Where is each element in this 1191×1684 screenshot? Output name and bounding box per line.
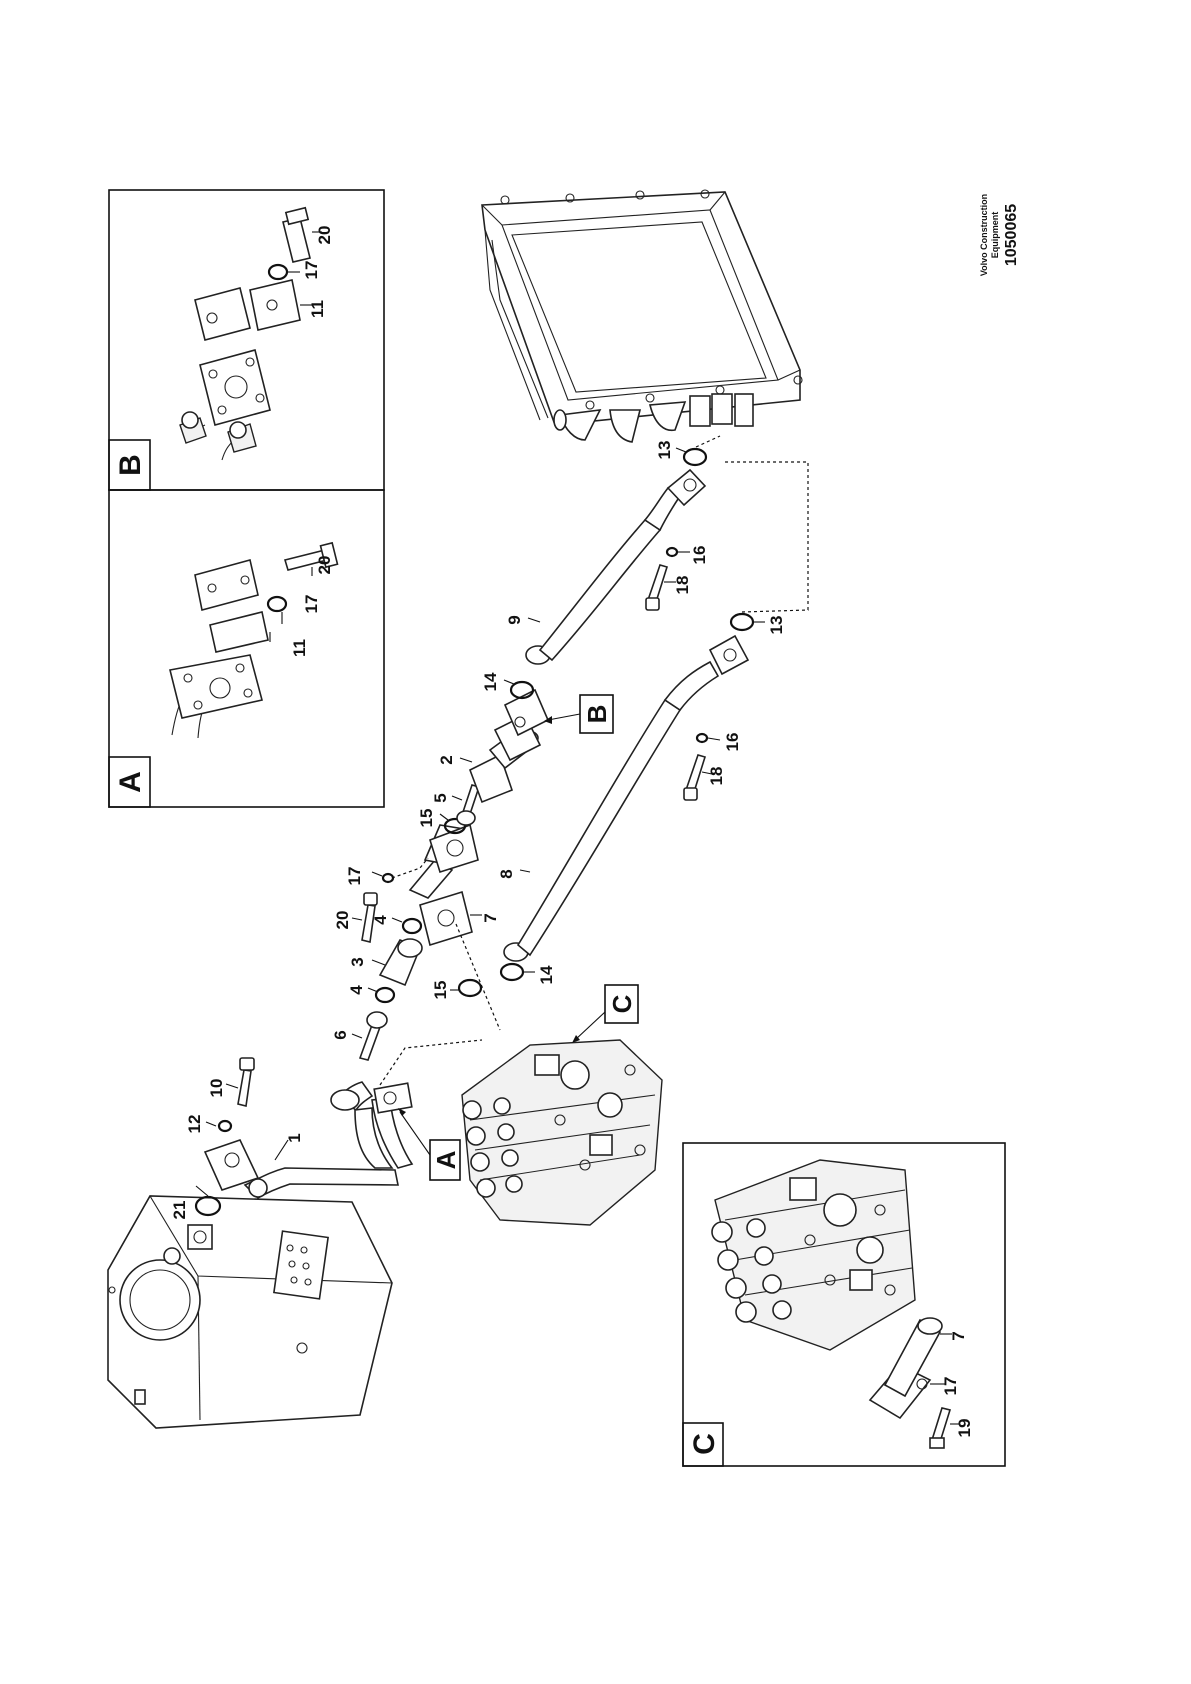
reference-a-box	[429, 1139, 461, 1181]
box-b-flange-plate	[199, 349, 271, 426]
washer-17	[381, 872, 395, 884]
o-ring-13a	[682, 447, 708, 467]
callout-13b: 13	[767, 616, 786, 635]
bolt-10	[237, 1069, 252, 1107]
drawing-number: 1050065	[1003, 204, 1020, 266]
brand-block: Volvo Construction Equipment 1050065	[979, 194, 1020, 276]
callout-10: 10	[207, 1079, 226, 1098]
detail-box-a-tag	[108, 756, 151, 808]
detail-box-c-letter: C	[688, 1433, 721, 1455]
callout-2: 2	[437, 755, 456, 764]
brand-line-1: Volvo Construction	[979, 194, 989, 276]
suction-pipe-1	[203, 1081, 414, 1200]
tank-port-plate	[273, 1230, 329, 1300]
callout-5: 5	[431, 793, 450, 802]
dashed-line-13	[725, 461, 809, 613]
callout-18a: 18	[673, 576, 692, 595]
callout-15a: 15	[431, 981, 450, 1000]
box-b-callout-17: 17	[302, 261, 321, 280]
reference-c-box	[604, 984, 639, 1024]
box-a-callout-20: 20	[315, 556, 334, 575]
box-b-callout-20: 20	[315, 226, 334, 245]
dashed-line-a	[379, 1039, 483, 1086]
box-b-split-flange-upper	[194, 287, 251, 341]
bolt-20	[361, 904, 376, 943]
callout-16b: 16	[723, 733, 742, 752]
callout-14b: 14	[537, 965, 556, 984]
hose-8	[503, 634, 750, 962]
callout-7: 7	[481, 913, 500, 922]
box-c-callout-17: 17	[941, 1377, 960, 1396]
check-valve-6	[358, 1024, 382, 1061]
o-ring-15a	[457, 978, 483, 998]
hydraulic-tank	[107, 1195, 393, 1429]
detail-box-c-tag	[682, 1422, 724, 1467]
box-c-pipe-7	[883, 1318, 942, 1398]
o-ring-21	[194, 1195, 222, 1217]
o-ring-13b	[729, 612, 755, 632]
box-c-control-valve	[711, 1159, 916, 1351]
bolt-18a	[646, 564, 669, 603]
box-a-washer	[266, 595, 288, 613]
reference-a-label: A	[431, 1150, 461, 1169]
callout-9: 9	[505, 615, 524, 624]
callout-14a: 14	[481, 672, 500, 691]
detail-box-b: B 11 17 20	[108, 189, 385, 491]
oil-cooler	[481, 189, 803, 443]
box-a-callout-17: 17	[302, 595, 321, 614]
split-flange-b	[493, 688, 550, 762]
callout-1: 1	[285, 1133, 304, 1142]
callout-4a: 4	[347, 985, 366, 995]
callout-12: 12	[185, 1115, 204, 1134]
tank-cover-plate	[119, 1259, 201, 1341]
o-ring-4b	[401, 917, 423, 935]
washer-16a	[665, 546, 679, 558]
brand-line-2: Equipment	[990, 212, 1000, 259]
box-a-split-flange-upper	[194, 559, 259, 611]
reference-b-label: B	[582, 705, 612, 724]
callout-8: 8	[497, 869, 516, 878]
callout-18b: 18	[707, 767, 726, 786]
o-ring-4a	[374, 986, 396, 1004]
box-b-washer	[267, 263, 289, 281]
detail-box-c-frame	[682, 1142, 1006, 1467]
callout-6: 6	[331, 1030, 350, 1039]
callout-15b: 15	[417, 809, 436, 828]
callout-13a: 13	[655, 441, 674, 460]
box-c-bolt	[930, 1407, 952, 1443]
callout-21: 21	[170, 1201, 189, 1220]
callout-4b: 4	[371, 915, 390, 925]
detail-box-c: C 7 17 19	[682, 1142, 1006, 1467]
washer-12	[217, 1119, 233, 1133]
o-ring-14a	[509, 680, 535, 700]
callout-16a: 16	[690, 546, 709, 565]
hose-9	[525, 468, 707, 665]
washer-16b	[695, 732, 709, 744]
box-a-flange	[169, 654, 263, 719]
box-b-callout-11: 11	[308, 300, 327, 318]
main-control-valve	[461, 1039, 663, 1226]
detail-box-b-letter: B	[114, 454, 147, 476]
box-c-callout-7: 7	[949, 1331, 968, 1340]
box-b-split-flange-lower	[249, 279, 301, 331]
callout-17: 17	[345, 867, 364, 886]
callout-3: 3	[348, 957, 367, 966]
detail-box-b-frame	[108, 189, 385, 491]
o-ring-15b	[443, 817, 467, 835]
tank-outlet-port	[187, 1224, 213, 1250]
detail-box-a-letter: A	[114, 771, 147, 793]
reference-c-label: C	[607, 994, 637, 1013]
detail-box-b-tag	[108, 439, 151, 491]
box-c-callout-19: 19	[955, 1419, 974, 1438]
dashed-line-7	[455, 923, 501, 1031]
box-a-callout-11: 11	[290, 639, 309, 657]
box-a-split-flange-lower	[209, 611, 269, 653]
box-b-bolt	[282, 217, 311, 263]
bolt-18b	[684, 754, 707, 793]
callout-20: 20	[333, 911, 352, 930]
o-ring-14b	[499, 962, 525, 982]
detail-box-a: A 11 17 20	[108, 489, 385, 808]
